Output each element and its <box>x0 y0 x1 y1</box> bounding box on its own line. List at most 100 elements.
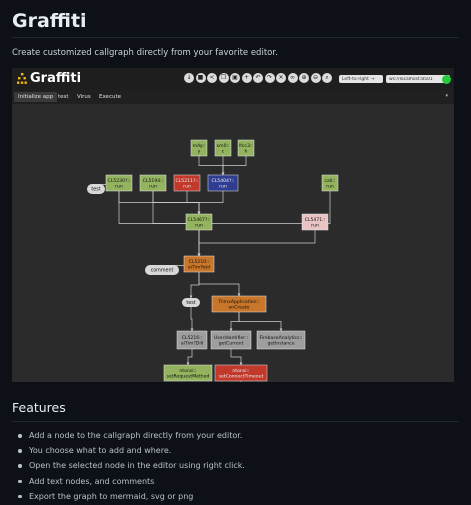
tab-initialize-app[interactable]: Initialize app <box>14 92 58 102</box>
graph-node[interactable]: FirebaseAnalytics::getInstance <box>256 330 306 350</box>
edge-line <box>197 230 316 257</box>
graph-node-label: run <box>219 184 227 190</box>
redo-icon[interactable]: ↷ <box>264 73 275 83</box>
graph-node-label: CL5194:: <box>143 178 164 184</box>
zoom-out-icon[interactable]: ⊖ <box>310 73 321 83</box>
edge-line <box>152 191 201 257</box>
trash-icon[interactable]: ✕ <box>276 73 286 83</box>
graph-node-label: CL5230?:: <box>108 178 131 184</box>
tab-execute[interactable]: Execute <box>99 94 121 100</box>
server-url-input[interactable] <box>386 75 450 83</box>
graph-node-label: aiTim?Dill <box>181 341 203 347</box>
feature-item: Open the selected node in the editor usi… <box>18 458 245 473</box>
graph-node-label: setRequestMethod <box>167 374 210 380</box>
text-node-label: test <box>186 300 195 306</box>
zoom-in-icon[interactable]: ⊕ <box>299 73 309 83</box>
graph-node-label: ntonsi:: <box>179 368 197 374</box>
text-node-label: test <box>91 187 100 193</box>
download-icon[interactable]: ↓ <box>184 73 194 83</box>
graph-node-label: xm0:: <box>216 143 230 149</box>
graph-node[interactable]: call::run <box>321 174 339 192</box>
graph-node-label: run <box>149 184 157 190</box>
graph-node[interactable]: ntonsi::setConnectTimeout <box>214 364 268 382</box>
graph-node-label: setConnectTimeout <box>219 374 264 380</box>
graph-node-label: mAy:: <box>193 143 206 149</box>
graph-node-label: h <box>245 149 248 155</box>
connection-status-icon <box>442 75 451 84</box>
graph-node[interactable]: mAy::y <box>190 139 208 157</box>
graph-node[interactable]: CL5210::aiTimYetd <box>183 255 215 273</box>
graph-node-label: FirebaseAnalytics:: <box>259 335 303 341</box>
graph-node[interactable]: CL5404?::run <box>207 174 239 192</box>
graph-node-label: CL5211?:: <box>176 178 199 184</box>
graph-node-label: UserIdentifier:: <box>214 335 249 341</box>
tab-virus[interactable]: Virus <box>77 94 91 100</box>
features-heading: Features <box>12 400 66 415</box>
comment-node[interactable]: comment <box>145 265 179 275</box>
graph-node[interactable]: ntonsi::setRequestMethod <box>163 364 213 382</box>
text-node[interactable]: test <box>87 184 105 194</box>
graph-node[interactable]: CL5467?::run <box>185 213 213 231</box>
app-topbar: Graffiti ↓■<❒▣+↶↷✕∞⊕⊖⌕ Left-to-right → <box>12 68 454 90</box>
graph-node-label: y <box>198 150 201 155</box>
graph-node-label: run <box>183 184 191 190</box>
graph-node[interactable]: CL5194::run <box>139 174 167 192</box>
graph-node[interactable]: CL5211?::run <box>173 174 201 192</box>
link-icon[interactable]: ∞ <box>287 73 298 83</box>
search-icon[interactable]: ⌕ <box>322 73 332 83</box>
graph-node[interactable]: xm0::c <box>214 139 232 157</box>
edge-line <box>230 349 243 366</box>
graph-node-label: lfcc3:: <box>239 143 253 149</box>
graph-node-label: c <box>222 150 225 155</box>
feature-item: Add a node to the callgraph directly fro… <box>18 428 245 443</box>
edge-line <box>198 156 225 176</box>
graph-node-label: CL5467?:: <box>188 217 211 223</box>
graph-node[interactable]: TrimxApplication::onCreate <box>211 295 267 313</box>
callgraph-canvas[interactable]: mAy::yxm0::clfcc3::hCL5230?::runCL5194::… <box>12 104 454 382</box>
graph-node-label: TrimxApplication:: <box>217 299 260 305</box>
page-subtitle: Create customized callgraph directly fro… <box>12 48 278 58</box>
graph-node[interactable]: CL5230?::run <box>105 174 133 192</box>
edge-line <box>197 191 224 215</box>
edge-line <box>189 272 200 299</box>
graph-node-label: CL5471:: <box>305 217 326 223</box>
feature-item: You choose what to add and where. <box>18 443 245 458</box>
graph-node-label: CL5210:: <box>189 259 210 265</box>
features-list: Add a node to the callgraph directly fro… <box>18 428 245 504</box>
graph-node[interactable]: CL5216::aiTim?Dill <box>176 330 208 350</box>
graph-node-label: getInstance <box>267 341 294 347</box>
graffiti-logo-icon <box>17 73 27 84</box>
edge-line <box>238 312 283 332</box>
text-node-label: comment <box>151 268 174 274</box>
text-node[interactable]: test <box>182 298 200 307</box>
image-icon[interactable]: ▣ <box>230 73 240 83</box>
undo-icon[interactable]: ↶ <box>253 73 263 83</box>
direction-arrow-icon: → <box>370 76 375 82</box>
graph-node-label: getCurrent <box>219 341 244 347</box>
app-screenshot: Graffiti ↓■<❒▣+↶↷✕∞⊕⊖⌕ Left-to-right → I… <box>12 68 454 382</box>
graph-node[interactable]: UserIdentifier::getCurrent <box>210 330 252 350</box>
direction-select[interactable]: Left-to-right → <box>339 75 383 83</box>
tab-test[interactable]: test <box>58 94 69 100</box>
tab-menu-chevron-icon[interactable]: ▾ <box>445 93 448 99</box>
title-divider <box>12 37 459 38</box>
graph-node-label: run <box>115 184 123 190</box>
toolbar-icons: ↓■<❒▣+↶↷✕∞⊕⊖⌕ <box>184 73 332 83</box>
feature-item: Export the graph to mermaid, svg or png <box>18 489 245 504</box>
graph-node-label: onCreate <box>229 305 250 311</box>
share-icon[interactable]: < <box>207 73 217 83</box>
add-node-icon[interactable]: + <box>241 73 252 83</box>
edge-line <box>221 156 247 176</box>
graph-node[interactable]: lfcc3::h <box>237 139 255 157</box>
edge-line <box>229 312 240 332</box>
app-logo-text: Graffiti <box>30 71 82 86</box>
graph-node[interactable]: CL5471::run <box>301 213 329 231</box>
tab-bar: Initialize app test Virus Execute ▾ <box>12 90 454 104</box>
graph-node-label: run <box>195 223 203 229</box>
copy-icon[interactable]: ❒ <box>218 73 229 83</box>
edge-line <box>186 349 193 366</box>
save-icon[interactable]: ■ <box>195 73 206 83</box>
graph-node-label: call:: <box>325 178 336 184</box>
graph-node-label: ntonsi:: <box>232 368 250 374</box>
graph-node-label: CL5216:: <box>182 335 203 341</box>
